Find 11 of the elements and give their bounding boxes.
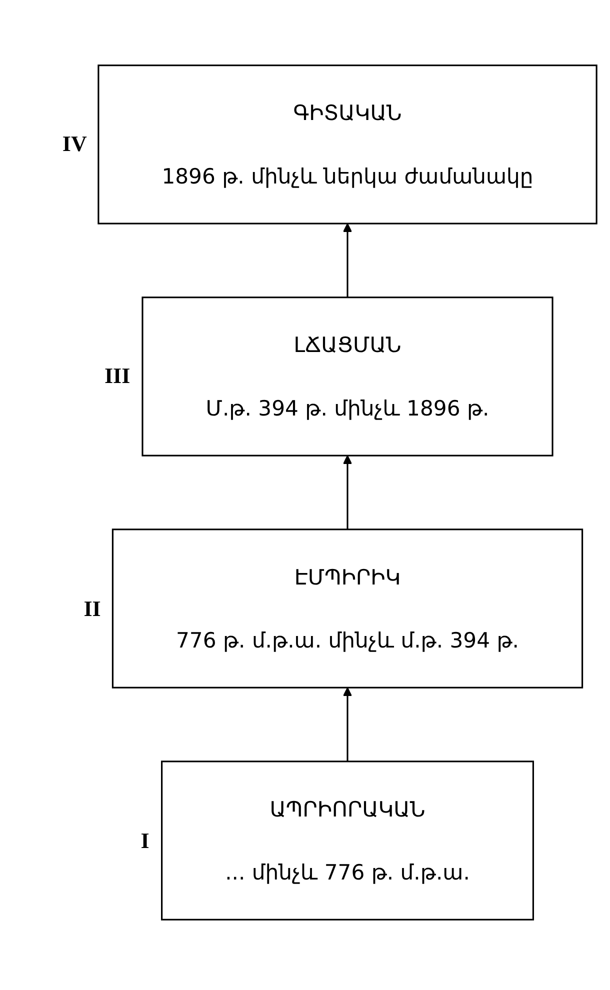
arrow bbox=[342, 223, 352, 298]
arrow bbox=[342, 455, 352, 530]
node-box: ԱՊՐԻՈՐԱԿԱՆ ... մինչև 776 թ. մ.թ.ա. bbox=[161, 760, 534, 920]
roman-numeral: IV bbox=[62, 131, 87, 158]
roman-numeral: I bbox=[140, 828, 150, 854]
arrow bbox=[342, 687, 352, 762]
roman-numeral: III bbox=[104, 363, 130, 390]
roman-numeral: II bbox=[84, 596, 101, 622]
node-box: ԳԻՏԱԿԱՆ 1896 թ. մինչև ներկա ժամանակը bbox=[98, 64, 598, 224]
node-box: ԷՄՊԻՐԻԿ 776 թ. մ.թ.ա. մինչև մ.թ. 394 թ. bbox=[112, 528, 584, 688]
node-box: ԼՃԱՑՄԱՆ Մ.թ. 394 թ. մինչև 1896 թ. bbox=[142, 296, 554, 456]
